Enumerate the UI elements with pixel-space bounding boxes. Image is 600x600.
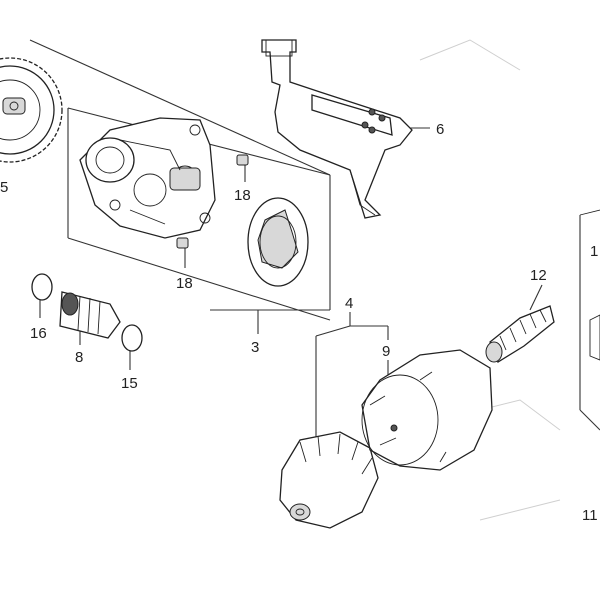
relief-valve: [59, 291, 121, 339]
callout-right-edge-top: 1: [590, 243, 598, 260]
pump-outer-rotor: [247, 197, 309, 287]
drive-gear: [0, 57, 63, 163]
callout-relief-valve: 8: [75, 349, 83, 366]
dowel-pin-upper: [236, 154, 249, 166]
oil-pump-body: [79, 117, 216, 239]
callout-o-ring-right: 15: [121, 375, 138, 392]
filter-bolt: [485, 305, 555, 363]
oil-strainer: [261, 39, 413, 219]
callout-pin-upper: 18: [234, 187, 251, 204]
callout-right-edge-bottom: 11: [582, 507, 598, 524]
right-edge-partial-part: [579, 209, 600, 361]
callout-gear: 5: [0, 179, 8, 196]
callout-strainer: 6: [436, 121, 444, 138]
dowel-pin-lower: [176, 237, 189, 249]
callout-bolt: 12: [530, 267, 547, 284]
callout-pump-assembly: 3: [251, 339, 259, 356]
callout-filter-wrench: 4: [345, 295, 353, 312]
o-ring-16: [31, 273, 53, 301]
oil-filter-wrench: [279, 431, 379, 529]
callout-oil-filter: 9: [382, 343, 390, 360]
callout-pin-lower: 18: [176, 275, 193, 292]
oil-filter: [361, 349, 493, 471]
callout-numbers: 5 18 18 6 3 16 8 15 4 9 12 1 11: [0, 121, 598, 524]
callout-o-ring-left: 16: [30, 325, 47, 342]
o-ring-15: [121, 324, 143, 352]
